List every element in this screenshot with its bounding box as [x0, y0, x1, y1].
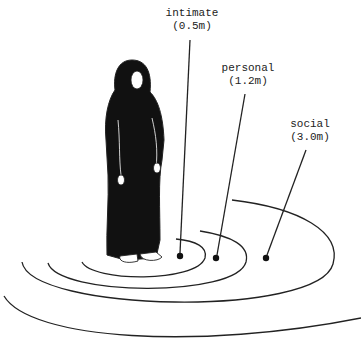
- leader-line: [217, 94, 245, 255]
- distance-dots: [177, 253, 269, 261]
- distance-dot: [177, 253, 183, 259]
- zone-label: intimate (0.5m): [165, 7, 220, 33]
- distance-dot: [263, 255, 269, 261]
- standing-figure: [105, 60, 164, 262]
- distance-rings: [4, 200, 361, 337]
- zone-label: personal (1.2m): [221, 62, 276, 88]
- social-ring: [22, 200, 334, 302]
- outer-ring: [4, 296, 361, 337]
- leader-line: [267, 150, 306, 255]
- distance-dot: [213, 255, 219, 261]
- zone-label: social (3.0m): [289, 118, 331, 144]
- leader-line: [180, 40, 190, 253]
- leader-lines: [180, 40, 306, 255]
